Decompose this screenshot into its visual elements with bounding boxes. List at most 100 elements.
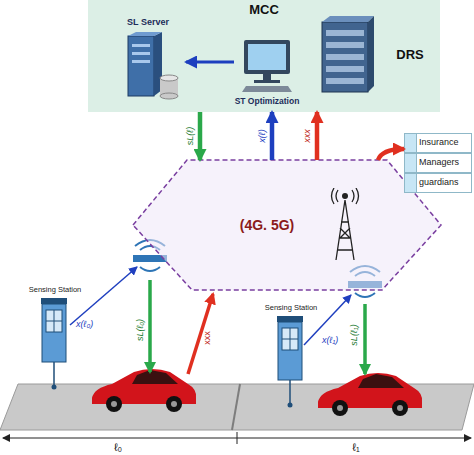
rack-slot [326, 54, 364, 60]
server-slot [132, 60, 150, 63]
icon-holder [316, 16, 378, 100]
server-slot [132, 44, 150, 47]
connector-arrow [198, 112, 203, 160]
hexagon-shape [133, 160, 441, 290]
hub [397, 405, 403, 411]
screen [248, 44, 286, 70]
uplink-arrow [188, 294, 213, 374]
station-window [282, 328, 298, 350]
tower-icon [330, 188, 360, 262]
edge-label: sL(ℓ) [186, 127, 195, 145]
car-window [358, 374, 404, 388]
station-body [278, 322, 302, 380]
stand [263, 74, 271, 80]
sensing-station: Sensing Station [26, 286, 84, 390]
station-pole [53, 362, 55, 386]
station-pole [288, 403, 293, 408]
annotation-label: x(ℓ₁) [322, 336, 338, 345]
stakeholder-table: InsuranceManagers guardians [404, 133, 472, 193]
node-text: SL Server [100, 18, 196, 28]
table-cell [405, 134, 417, 153]
rack-slot [326, 66, 364, 72]
connector-arrow [186, 61, 234, 64]
table-cell [405, 154, 417, 173]
icon-holder [118, 32, 182, 106]
car-body [92, 369, 196, 404]
icon-holder [38, 298, 72, 394]
dimension-tick [237, 432, 238, 444]
network-hexagon: (4G. 5G) [132, 158, 442, 292]
sensing-station: Sensing Station [262, 304, 320, 390]
annotation-label: x(ℓ₀) [76, 320, 93, 329]
hub [171, 401, 177, 407]
downlink-arrow [148, 280, 152, 372]
node-text: MCC [88, 3, 440, 17]
monitor [244, 40, 290, 74]
rack-top [322, 16, 374, 22]
annotation-label: ℓ₀ [114, 442, 122, 453]
tower-top [342, 193, 348, 199]
table-row [405, 134, 472, 153]
station-window [282, 328, 298, 350]
node-text: Managers [419, 158, 472, 168]
connector-arrow [315, 112, 320, 160]
wheel [166, 396, 182, 412]
car [318, 373, 422, 416]
station-pole [289, 380, 291, 404]
cloud-center-box: MCCSL ServerST OptimizationDRS [88, 0, 440, 112]
station-icon [274, 316, 308, 408]
connector-arrow [378, 149, 404, 160]
annotation-label: sL(ℓ₁) [350, 324, 359, 345]
node-text: Sensing Station [14, 286, 96, 294]
annotation-label: ℓ₁ [352, 442, 359, 453]
wheel [106, 396, 122, 412]
node-text: Insurance [419, 138, 472, 148]
rack-slot [326, 42, 364, 48]
icon-holder [274, 316, 308, 412]
table-cell [405, 174, 417, 193]
rack-slot [326, 78, 364, 84]
rack-slot [326, 30, 364, 36]
station-roof [277, 316, 303, 322]
station-body [42, 304, 66, 362]
server-front [128, 36, 154, 96]
drs-node: DRS [314, 14, 436, 98]
sensing-arrow [70, 267, 137, 325]
table-row [405, 174, 472, 193]
station-pole [52, 385, 57, 390]
annotation-label: sL(ℓ₀) [136, 319, 145, 341]
sensing-arrow [304, 295, 351, 345]
rack-front [322, 22, 368, 92]
server-icon [118, 32, 182, 102]
station-icon [38, 298, 72, 390]
car [92, 369, 196, 412]
car-window [132, 370, 178, 384]
stand [254, 80, 280, 83]
tower-lattice [336, 200, 354, 260]
keyboard [242, 86, 292, 92]
rack-icon [316, 16, 378, 96]
signal-wave [355, 293, 375, 297]
database [160, 75, 178, 81]
hub [337, 405, 343, 411]
database [160, 93, 178, 99]
car-body [318, 373, 422, 408]
icon-holder [240, 38, 294, 98]
wheel [392, 400, 408, 416]
node-text: (4G. 5G) [192, 218, 342, 233]
server-node: SL Server [110, 18, 186, 102]
connector-arrow [270, 112, 275, 160]
wheel [332, 400, 348, 416]
station-window [46, 310, 62, 332]
rack-side [368, 16, 374, 92]
table-row [405, 154, 472, 173]
station-window [46, 310, 62, 332]
road-divider [232, 384, 240, 430]
computer-icon [240, 38, 294, 94]
signal-wave [140, 267, 160, 271]
node-text: DRS [384, 48, 436, 62]
edge-label: xxx [303, 129, 312, 143]
node-text: guardians [419, 178, 472, 188]
annotation-label: xxx [203, 331, 212, 345]
